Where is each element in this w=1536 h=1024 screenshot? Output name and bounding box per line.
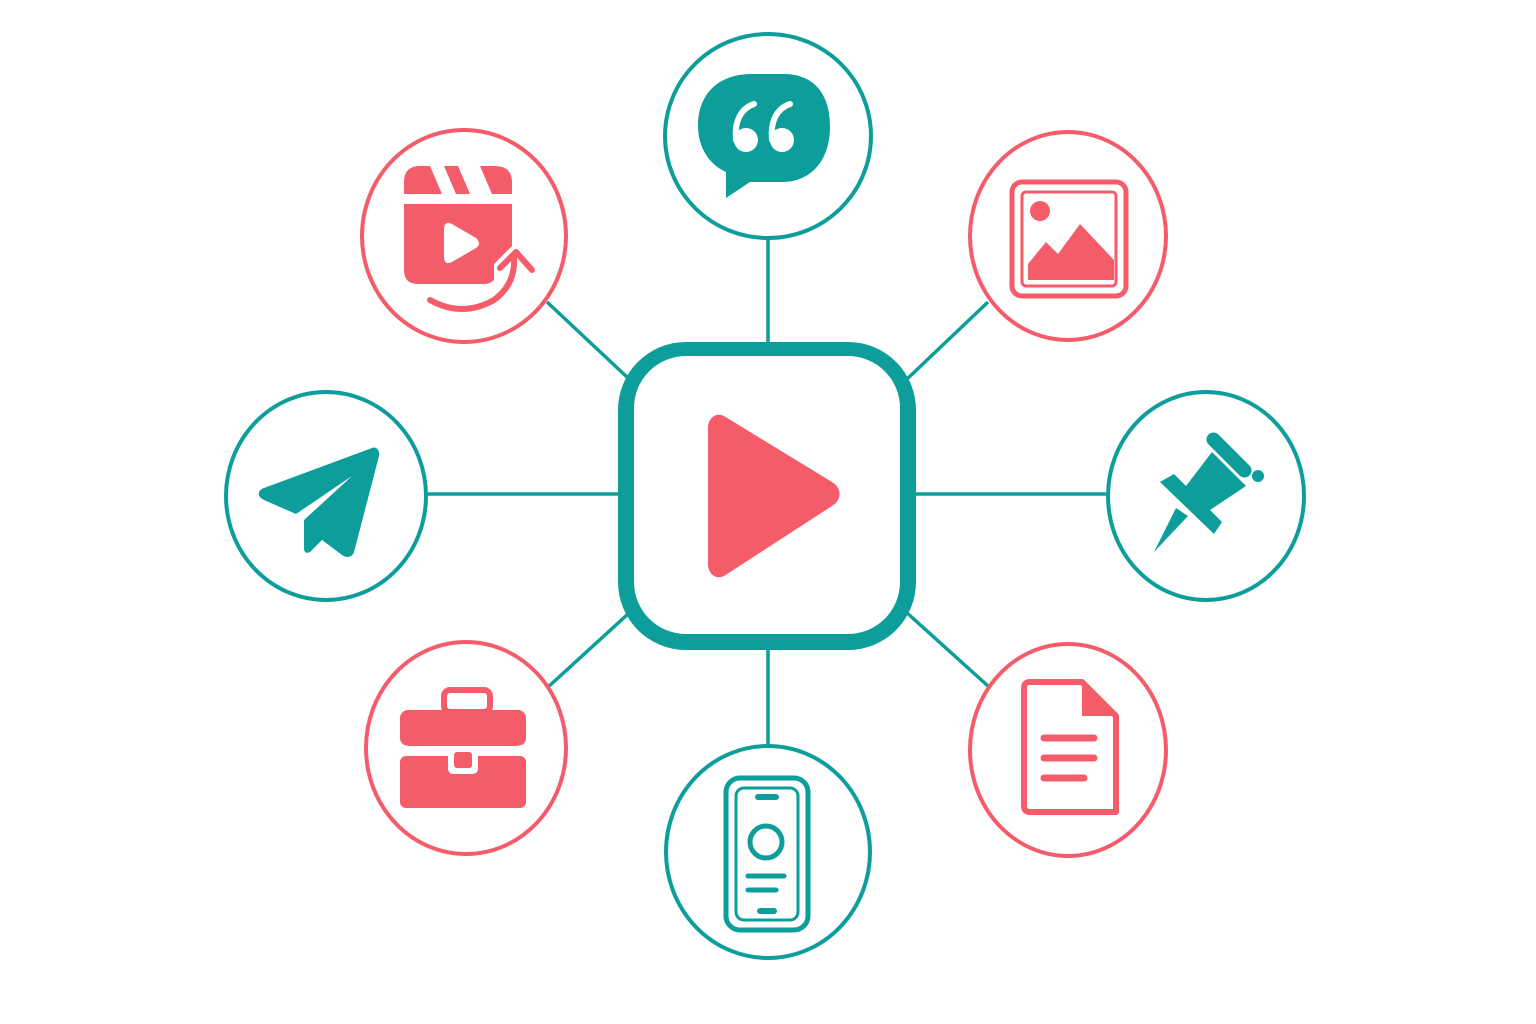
connectors	[426, 238, 1106, 744]
node-send[interactable]	[224, 390, 428, 602]
connector-image	[904, 300, 990, 382]
connector-briefcase	[545, 612, 630, 690]
connector-reel	[545, 300, 630, 380]
hub-node[interactable]	[618, 342, 916, 650]
pushpin-icon	[1154, 432, 1264, 552]
briefcase-icon	[399, 687, 527, 808]
play-icon	[708, 414, 840, 578]
node-ring	[224, 390, 428, 602]
node-ring	[664, 744, 872, 960]
mobile-phone-icon	[723, 775, 811, 933]
connector-document	[904, 610, 990, 688]
paper-plane-icon	[258, 447, 380, 557]
image-icon	[1009, 179, 1129, 299]
node-pin[interactable]	[1106, 390, 1306, 602]
quote-bubble-icon	[698, 74, 830, 198]
node-reel[interactable]	[360, 128, 568, 344]
video-reel-icon	[404, 166, 535, 312]
node-ring	[968, 130, 1168, 342]
node-mobile[interactable]	[664, 744, 872, 960]
node-briefcase[interactable]	[364, 640, 568, 856]
node-quote[interactable]	[663, 32, 873, 240]
document-icon	[1021, 679, 1119, 815]
node-document[interactable]	[968, 642, 1168, 858]
node-image[interactable]	[968, 130, 1168, 342]
node-ring	[968, 642, 1168, 858]
